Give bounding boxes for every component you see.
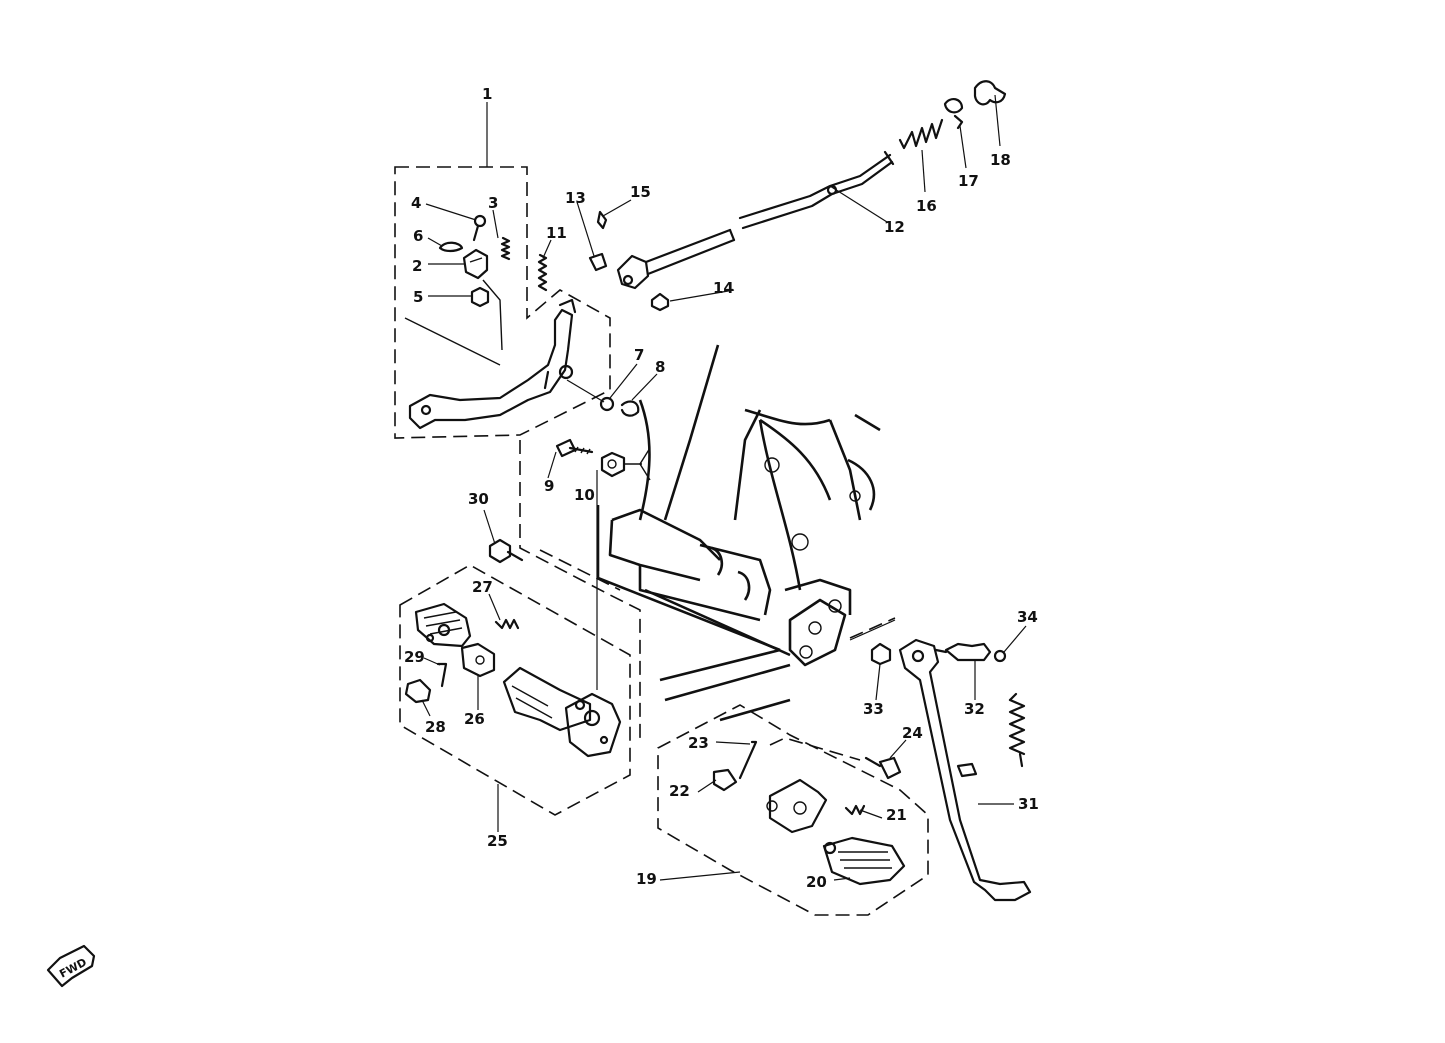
- callout-27: 27: [472, 578, 493, 596]
- callout-4: 4: [411, 194, 421, 212]
- forward-arrow-icon: FWD: [46, 944, 96, 988]
- callout-9: 9: [544, 477, 554, 495]
- callout-12: 12: [884, 218, 905, 236]
- callout-15: 15: [630, 183, 651, 201]
- callout-1: 1: [482, 85, 492, 103]
- callout-13: 13: [565, 189, 586, 207]
- callout-16: 16: [916, 197, 937, 215]
- right-footrest-group: [712, 740, 906, 886]
- collar-10: [600, 451, 626, 478]
- callout-18: 18: [990, 151, 1011, 169]
- nut-5: [470, 286, 490, 308]
- bracket-26: [460, 642, 496, 678]
- pin-13: [588, 252, 608, 272]
- spring-21: [844, 804, 866, 816]
- footrest-26: [414, 602, 472, 648]
- callout-11: 11: [546, 224, 567, 242]
- callout-29: 29: [404, 648, 425, 666]
- callout-23: 23: [688, 734, 709, 752]
- callout-33: 33: [863, 700, 884, 718]
- callout-24: 24: [902, 724, 923, 742]
- callout-10: 10: [574, 486, 595, 504]
- footrest-bracket: [502, 666, 592, 732]
- washer-14: [650, 292, 670, 312]
- cotter-pin-23: [738, 740, 758, 780]
- bolt-4: [473, 214, 487, 228]
- spring-16: [898, 118, 944, 150]
- clevis-2: [462, 248, 489, 280]
- brake-rod-group: [588, 80, 1007, 312]
- callout-7: 7: [634, 346, 644, 364]
- callout-34: 34: [1017, 608, 1038, 626]
- callout-19: 19: [636, 870, 657, 888]
- spring-11: [537, 253, 548, 292]
- footrest-bracket-19: [768, 778, 828, 834]
- assembly-boundaries: [394, 166, 929, 916]
- bolt-32: [944, 642, 992, 662]
- group-19-boundary: [657, 704, 929, 916]
- cotter-pin-15: [596, 210, 608, 230]
- pin-22: [712, 768, 738, 792]
- collar-33: [870, 642, 892, 666]
- callout-2: 2: [412, 257, 422, 275]
- pin-29: [436, 662, 448, 688]
- spring-3: [500, 236, 511, 261]
- bolt-30: [488, 538, 512, 564]
- brake-pedal-group: [404, 214, 651, 481]
- spring-34: [1008, 698, 1026, 756]
- callout-6: 6: [413, 227, 423, 245]
- callout-17: 17: [958, 172, 979, 190]
- callout-labels: 1 2 3 4 5 6 7 8 9 10 11 12 13 14 15 16 1…: [404, 85, 1039, 891]
- pin-28: [404, 678, 432, 704]
- brake-pedal: [408, 308, 574, 430]
- bolt-24: [878, 756, 902, 780]
- spring-27: [494, 618, 520, 630]
- callout-28: 28: [425, 718, 446, 736]
- frame-section: [596, 344, 881, 722]
- callout-20: 20: [806, 873, 827, 891]
- sidestand-31: [898, 638, 1032, 902]
- footrest-20: [822, 836, 906, 886]
- callout-21: 21: [886, 806, 907, 824]
- wing-nut-18: [973, 80, 1007, 106]
- left-footrest-group: [404, 538, 622, 758]
- sidestand-group: [870, 638, 1032, 902]
- washer-6: [438, 241, 464, 253]
- callout-25: 25: [487, 832, 508, 850]
- clip-8: [620, 400, 640, 417]
- callout-30: 30: [468, 490, 489, 508]
- washer-17: [943, 98, 964, 114]
- callout-22: 22: [669, 782, 690, 800]
- group-1-boundary: [394, 166, 611, 439]
- callout-31: 31: [1018, 795, 1039, 813]
- rod-arm: [616, 254, 650, 290]
- group-25-boundary: [399, 564, 631, 816]
- brake-rod-12: [738, 153, 892, 220]
- washer-7: [599, 396, 615, 412]
- callout-8: 8: [655, 358, 665, 376]
- callout-3: 3: [488, 194, 498, 212]
- callout-14: 14: [713, 279, 734, 297]
- callout-5: 5: [413, 288, 423, 306]
- leader-lines: [421, 94, 1027, 881]
- callout-26: 26: [464, 710, 485, 728]
- callout-32: 32: [964, 700, 985, 718]
- ring-34: [993, 649, 1007, 663]
